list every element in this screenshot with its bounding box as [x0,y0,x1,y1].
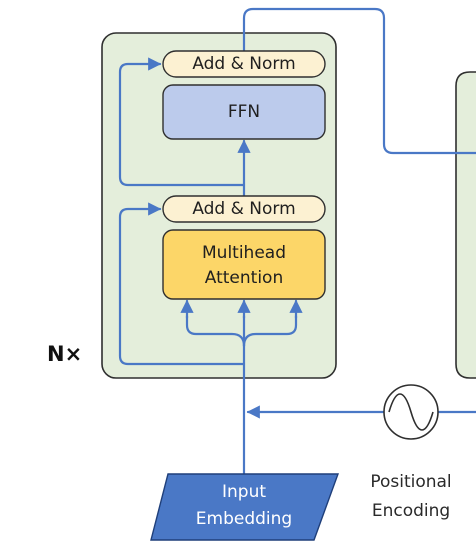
split-line-right [242,314,298,348]
split-line [185,314,246,348]
residual-arrow-top [118,57,246,187]
multihead-attention-box [162,229,326,300]
input-embedding-label-line2: Embedding [196,509,292,529]
attention-label-line2: Attention [205,268,283,288]
add-norm-bottom-box [162,195,326,223]
ffn-box [162,84,326,140]
repeat-count-label: N× [47,342,82,366]
positional-encoding-label-line2: Encoding [372,501,450,521]
sine-wave-icon [383,384,439,440]
encoder-output-arrow [242,7,476,155]
decoder-block-edge [455,71,476,379]
add-norm-bottom-label: Add & Norm [192,199,295,219]
ffn-label: FFN [228,102,260,122]
add-norm-top-label: Add & Norm [192,54,295,74]
input-embedding-label-line1: Input [222,482,266,502]
positional-encoding-label-line1: Positional [370,472,451,492]
attention-label-line1: Multihead [202,243,286,263]
add-norm-top-box [162,50,326,78]
input-embedding-box [150,473,339,541]
residual-arrow-bottom [118,202,246,366]
